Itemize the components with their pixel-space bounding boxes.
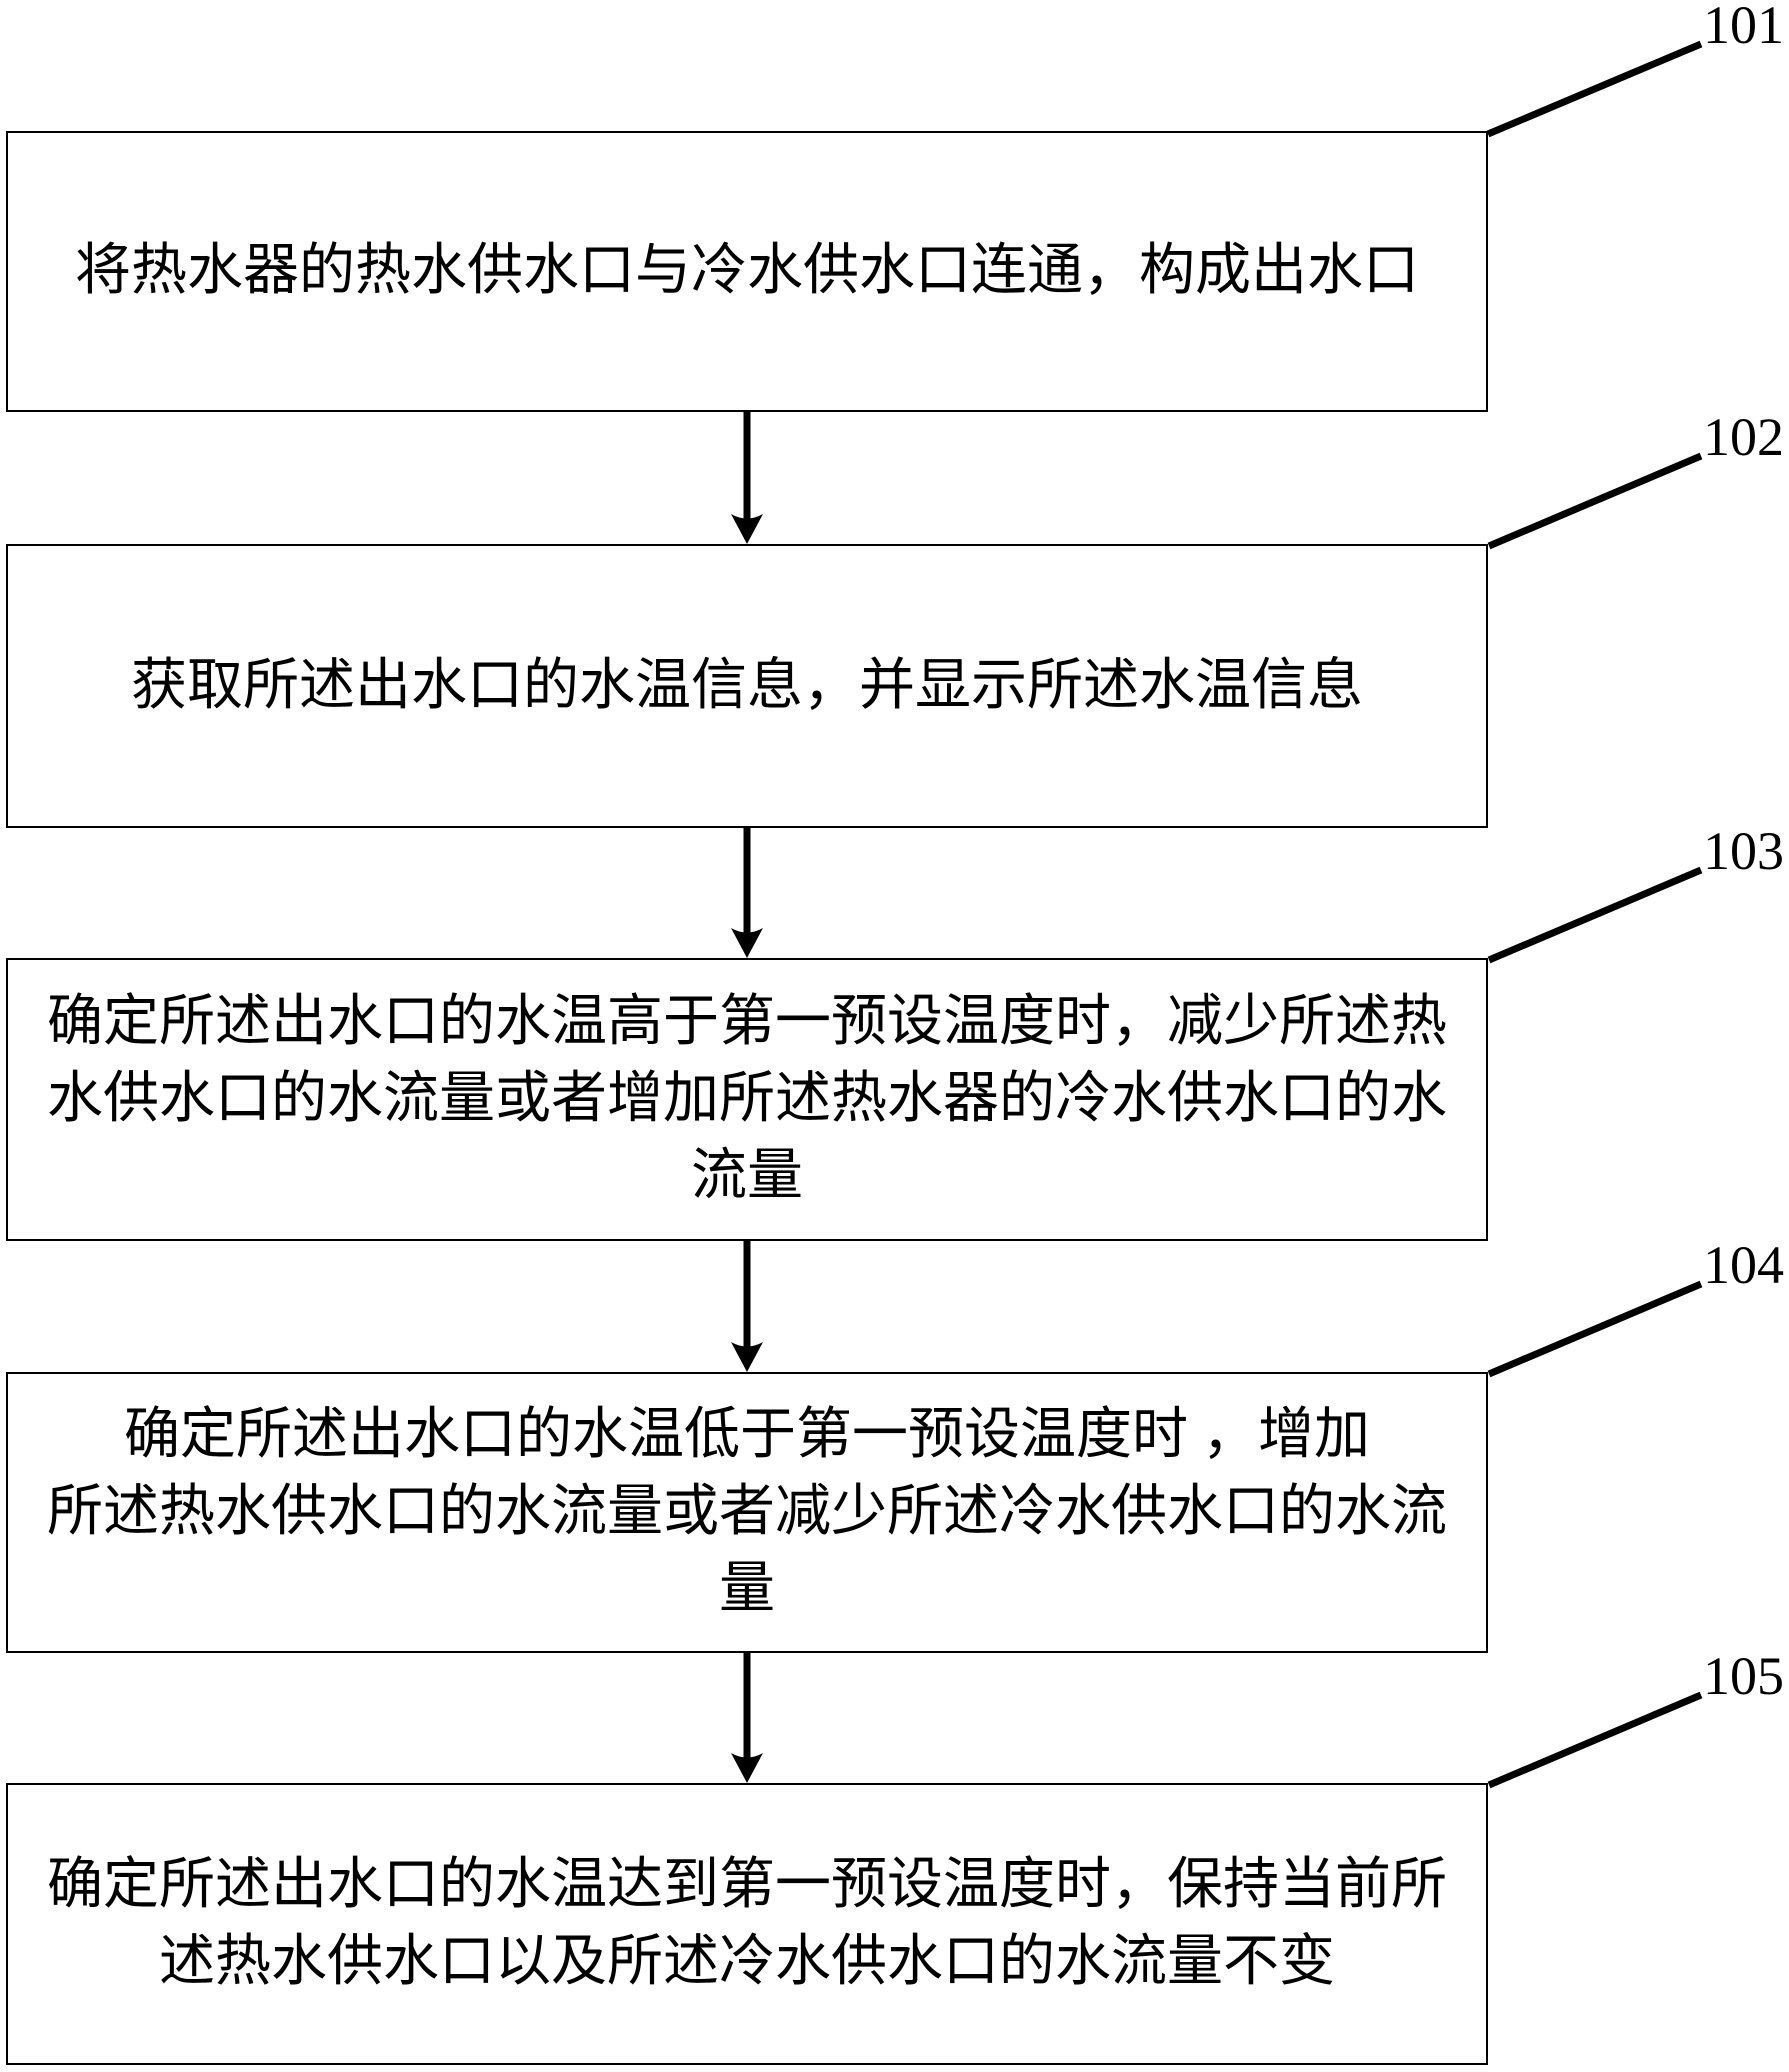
step-box-105: 确定所述出水口的水温达到第一预设温度时，保持当前所 述热水供水口以及所述冷水供水…	[6, 1783, 1488, 2065]
step-text-line: 量	[719, 1558, 775, 1620]
step-box-103: 确定所述出水口的水温高于第一预设温度时，减少所述热 水供水口的水流量或者增加所述…	[6, 958, 1488, 1241]
step-text-line: 确定所述出水口的水温达到第一预设温度时，保持当前所	[47, 1854, 1447, 1916]
leader-line-105	[1487, 1691, 1703, 1789]
step-text-line: 确定所述出水口的水温低于第一预设温度时 ，增加	[124, 1404, 1370, 1466]
step-box-105-text: 确定所述出水口的水温达到第一预设温度时，保持当前所 述热水供水口以及所述冷水供水…	[8, 1847, 1486, 2001]
leader-line-102	[1487, 452, 1703, 550]
leader-line-104	[1487, 1280, 1703, 1378]
down-arrow-4	[731, 1652, 763, 1783]
step-text-line: 确定所述出水口的水温高于第一预设温度时，减少所述热	[47, 991, 1447, 1053]
step-number-101: 101	[1703, 0, 1784, 55]
step-text-line: 所述热水供水口的水流量或者减少所述冷水供水口的水流	[47, 1481, 1447, 1543]
step-text-line: 水供水口的水流量或者增加所述热水器的冷水供水口的水	[47, 1068, 1447, 1130]
down-arrow-3	[731, 1240, 763, 1372]
step-box-104: 确定所述出水口的水温低于第一预设温度时 ，增加 所述热水供水口的水流量或者减少所…	[6, 1372, 1488, 1653]
step-box-101: 将热水器的热水供水口与冷水供水口连通，构成出水口	[6, 131, 1488, 412]
step-text-line: 获取所述出水口的水温信息，并显示所述水温信息	[131, 654, 1363, 717]
down-arrow-2	[731, 827, 763, 958]
down-arrow-1	[731, 411, 763, 544]
step-number-103: 103	[1703, 821, 1784, 881]
step-text-line: 述热水供水口以及所述冷水供水口的水流量不变	[159, 1931, 1335, 1993]
step-text-line: 流量	[691, 1145, 803, 1207]
step-text-line: 将热水器的热水供水口与冷水供水口连通，构成出水口	[75, 240, 1419, 302]
step-box-101-text: 将热水器的热水供水口与冷水供水口连通，构成出水口	[8, 233, 1486, 310]
leader-line-103	[1487, 866, 1703, 964]
leader-line-101	[1486, 40, 1703, 138]
step-box-103-text: 确定所述出水口的水温高于第一预设温度时，减少所述热 水供水口的水流量或者增加所述…	[8, 984, 1486, 1215]
step-box-102-text: 获取所述出水口的水温信息，并显示所述水温信息	[8, 648, 1486, 725]
step-box-104-text: 确定所述出水口的水温低于第一预设温度时 ，增加 所述热水供水口的水流量或者减少所…	[8, 1397, 1486, 1628]
step-box-102: 获取所述出水口的水温信息，并显示所述水温信息	[6, 544, 1488, 828]
step-number-105: 105	[1703, 1646, 1784, 1706]
step-number-104: 104	[1703, 1235, 1784, 1295]
step-number-102: 102	[1703, 407, 1784, 467]
